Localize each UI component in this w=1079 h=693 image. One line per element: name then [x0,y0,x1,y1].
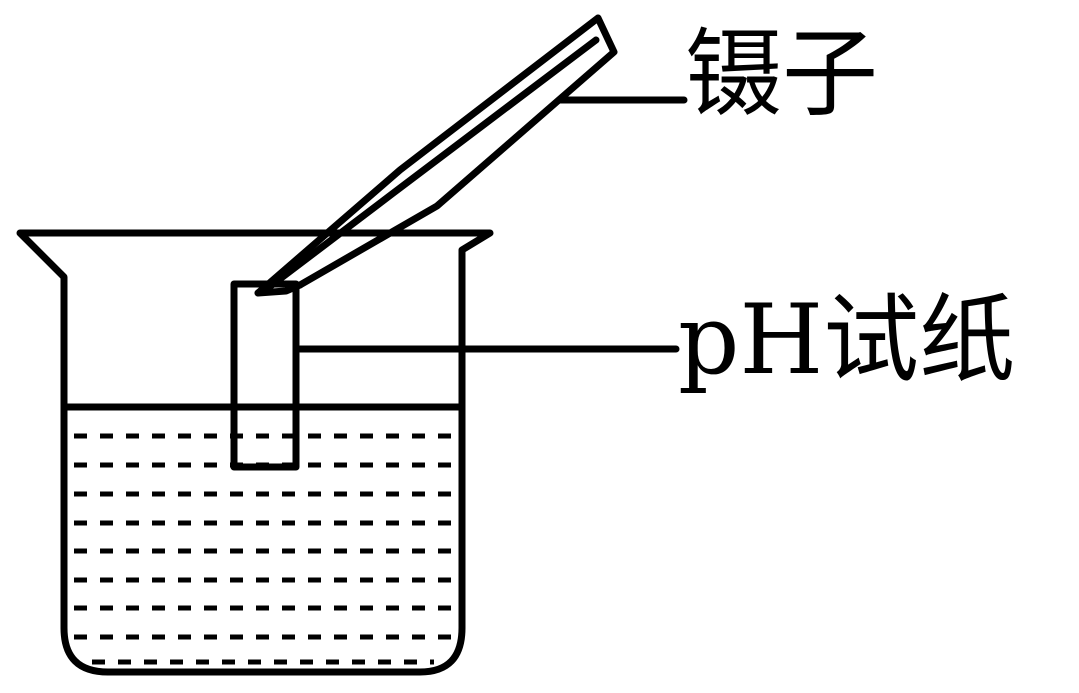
tweezers-label: 镊子 [686,18,878,130]
beaker-outline [16,229,494,676]
tweezers-tip [254,281,304,297]
tweezers-arm-upper [254,14,618,297]
tweezers [254,14,618,297]
liquid-body [74,433,452,665]
ph-paper-strip [230,280,300,471]
tweezers-arm-lower [264,36,600,292]
ph-paper-label: pH试纸 [678,284,1016,396]
